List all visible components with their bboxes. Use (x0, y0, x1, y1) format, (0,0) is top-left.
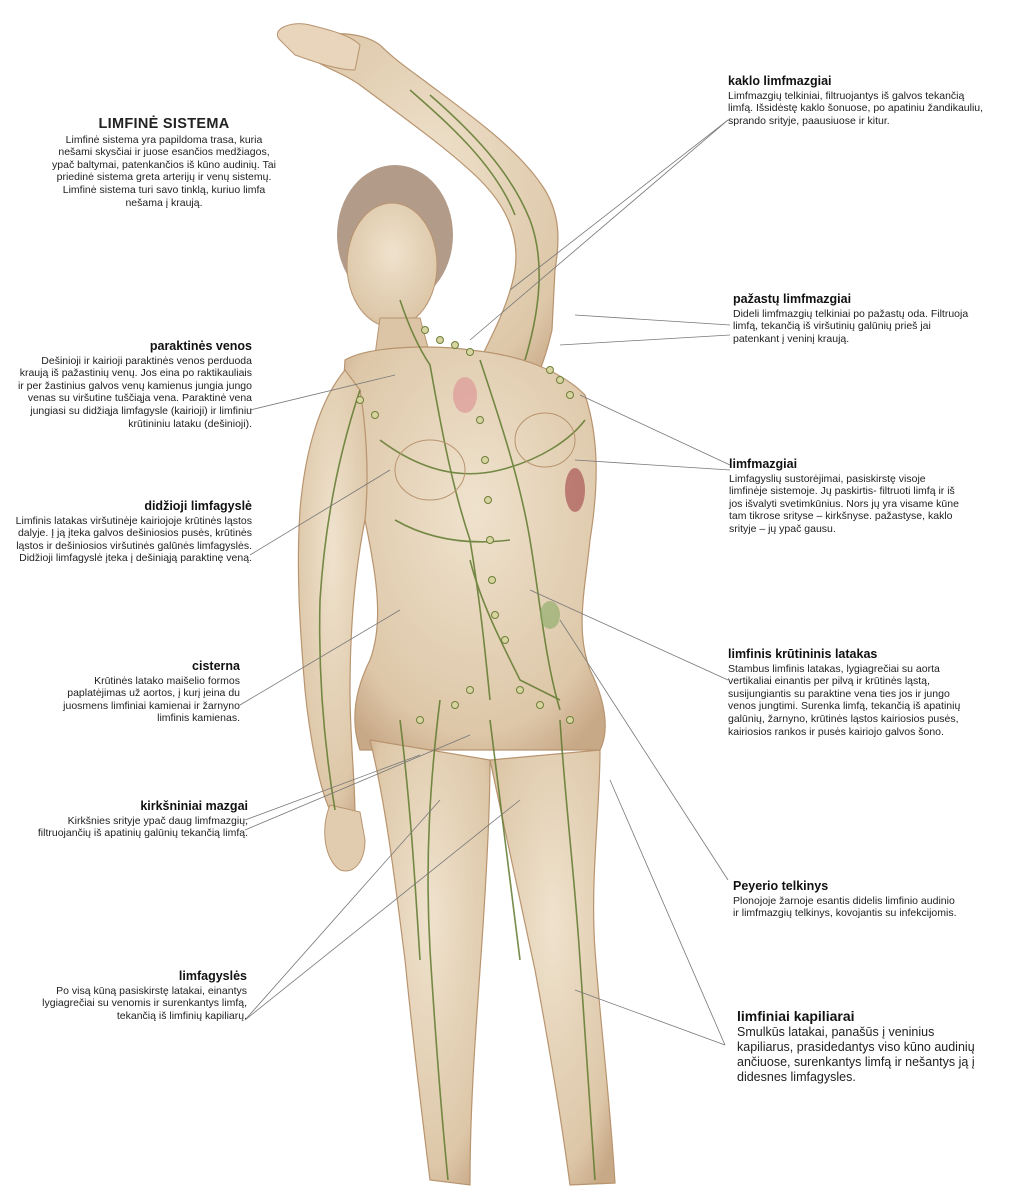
hand (277, 24, 360, 70)
label-kirksniniai-mazgai: kirkšniniai mazgai Kirkšnies srityje ypa… (30, 800, 248, 840)
left-hand (325, 805, 365, 871)
intro-title: LIMFINĖ SISTEMA (50, 118, 278, 131)
label-text: Limfagyslių sustorėjimai, pasiskirstę vi… (729, 473, 964, 536)
label-title: didžioji limfagyslė (8, 500, 252, 513)
label-title: limfiniai kapiliarai (737, 1010, 987, 1023)
label-text: Dešinioji ir kairioji paraktinės venos p… (12, 355, 252, 431)
label-text: Plonojoje žarnoje esantis didelis limfin… (733, 895, 963, 920)
label-text: Smulkūs latakai, panašūs į veninius kapi… (737, 1025, 987, 1085)
intestine-patch (540, 601, 560, 629)
label-pazastu-limfmazgiai: pažastų limfmazgiai Dideli limfmazgių te… (733, 293, 973, 345)
label-text: Stambus limfinis latakas, lygiagrečiai s… (728, 663, 963, 739)
label-text: Limfinis latakas viršutinėje kairiojoje … (8, 515, 252, 565)
torso (344, 347, 605, 750)
label-text: Dideli limfmazgių telkiniai po pažastų o… (733, 308, 973, 346)
label-didzioji-limfagysle: didžioji limfagyslė Limfinis latakas vir… (8, 500, 252, 565)
label-limfmazgiai: limfmazgiai Limfagyslių sustorėjimai, pa… (729, 458, 964, 536)
label-limfiniai-kapiliarai: limfiniai kapiliarai Smulkūs latakai, pa… (737, 1010, 987, 1085)
intro-text: Limfinė sistema yra papildoma trasa, kur… (50, 134, 278, 210)
label-text: Krūtinės latako maišelio formos paplatėj… (50, 675, 240, 725)
label-title: limfinis krūtininis latakas (728, 648, 963, 661)
label-title: limfmazgiai (729, 458, 964, 471)
label-peyerio-telkinys: Peyerio telkinys Plonojoje žarnoje esant… (733, 880, 963, 920)
head (347, 203, 437, 327)
label-title: limfagyslės (25, 970, 247, 983)
label-title: Peyerio telkinys (733, 880, 963, 893)
label-paraktines-venos: paraktinės venos Dešinioji ir kairioji p… (12, 340, 252, 430)
label-cisterna: cisterna Krūtinės latako maišelio formos… (50, 660, 240, 725)
heart (453, 377, 477, 413)
label-title: kirkšniniai mazgai (30, 800, 248, 813)
hanging-arm (298, 370, 367, 815)
label-title: kaklo limfmazgiai (728, 75, 988, 88)
right-leg (490, 750, 615, 1185)
label-text: Limfmazgių telkiniai, filtruojantys iš g… (728, 90, 988, 128)
intro-block: LIMFINĖ SISTEMA Limfinė sistema yra papi… (50, 118, 278, 209)
label-title: pažastų limfmazgiai (733, 293, 973, 306)
label-title: cisterna (50, 660, 240, 673)
label-kaklo-limfmazgiai: kaklo limfmazgiai Limfmazgių telkiniai, … (728, 75, 988, 127)
label-title: paraktinės venos (12, 340, 252, 353)
label-limfagysles: limfagyslės Po visą kūną pasiskirstę lat… (25, 970, 247, 1022)
spleen (565, 468, 585, 512)
label-text: Po visą kūną pasiskirstę latakai, einant… (25, 985, 247, 1023)
label-text: Kirkšnies srityje ypač daug limfmazgių, … (30, 815, 248, 840)
label-limfinis-krutininis-latakas: limfinis krūtininis latakas Stambus limf… (728, 648, 963, 738)
